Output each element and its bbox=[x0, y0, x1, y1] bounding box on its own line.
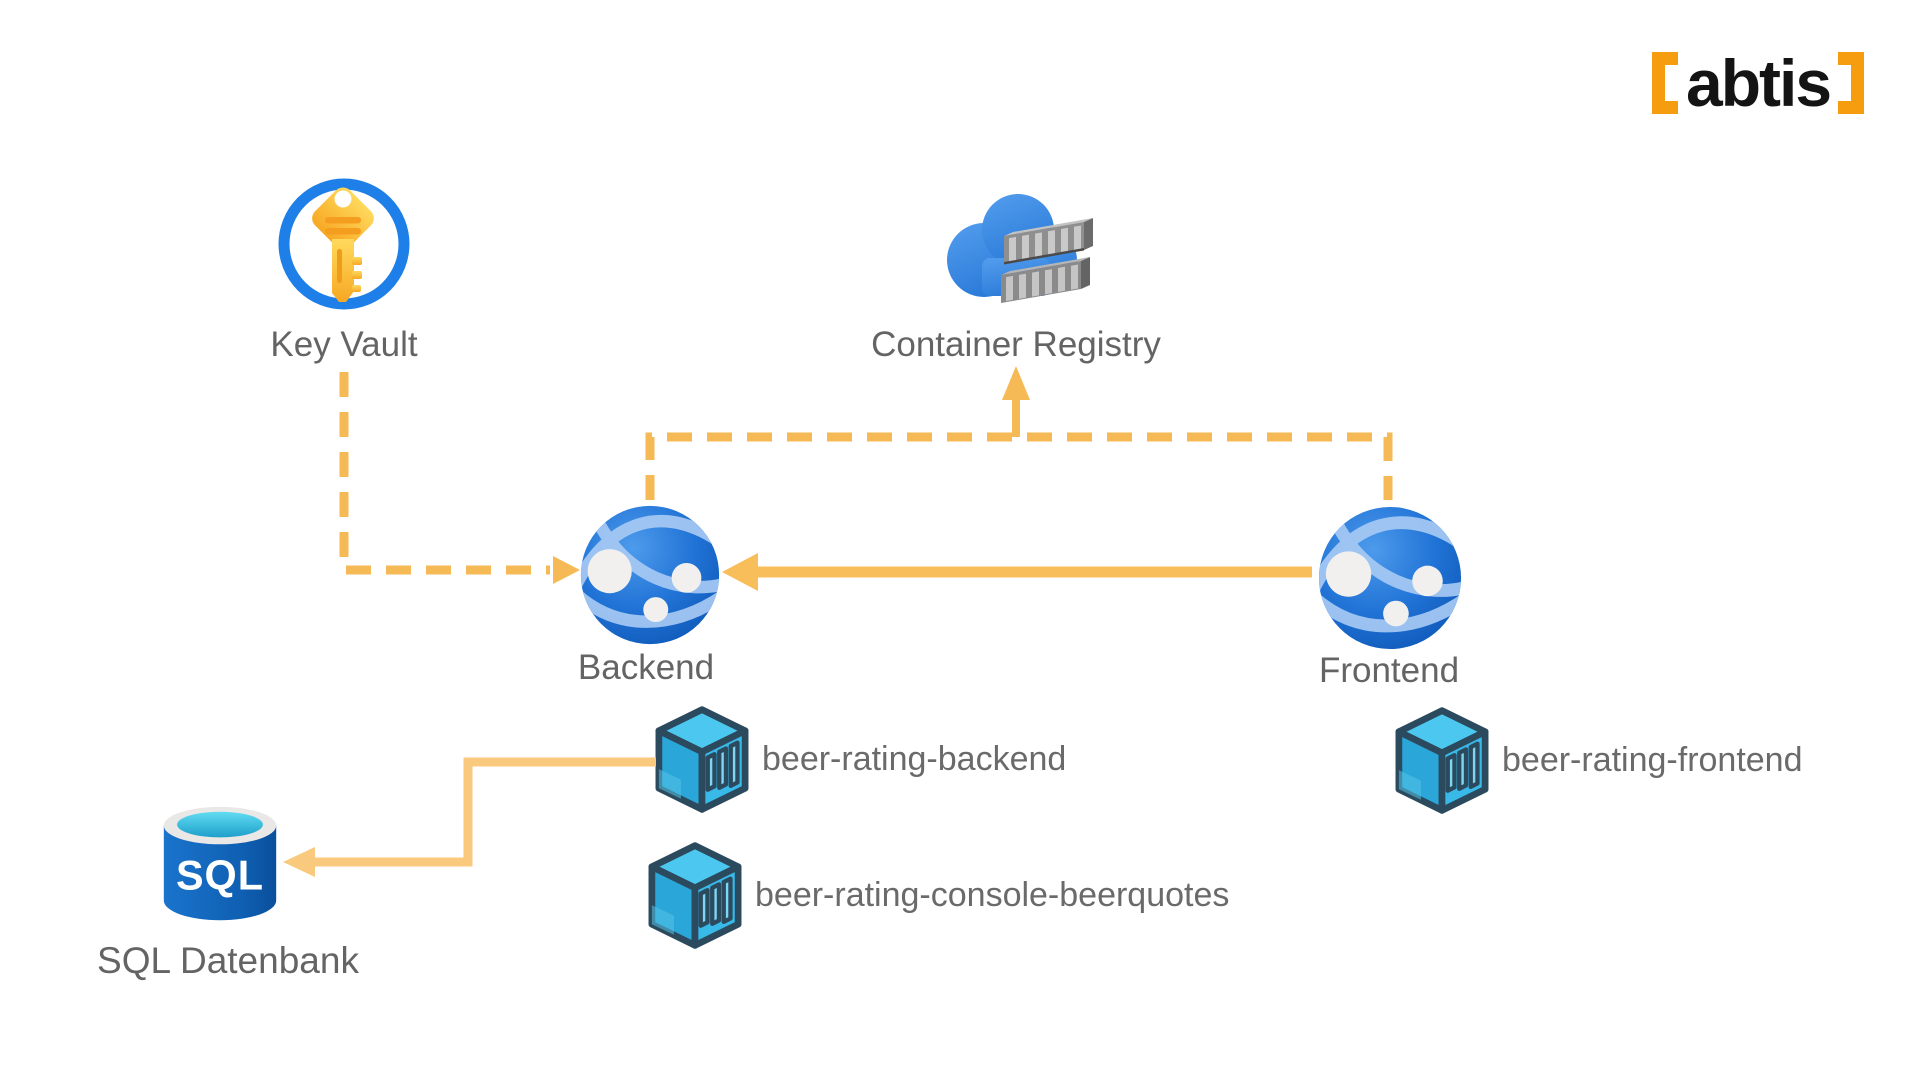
node-key-vault bbox=[277, 177, 411, 311]
container-cube-icon bbox=[648, 842, 742, 949]
container-cube-icon bbox=[1395, 707, 1489, 814]
container-image-label: beer-rating-frontend bbox=[1502, 741, 1803, 779]
node-backend bbox=[578, 503, 722, 647]
logo-bracket-right-icon bbox=[1838, 52, 1865, 114]
container-registry-icon bbox=[947, 194, 1093, 303]
logo-bracket-left-icon bbox=[1652, 52, 1678, 114]
sql-icon-text: SQL bbox=[176, 853, 264, 899]
container-image-row: beer-rating-frontend bbox=[1392, 703, 1803, 818]
container-image-row: beer-rating-console-beerquotes bbox=[645, 838, 1229, 953]
container-registry-label: Container Registry bbox=[871, 325, 1161, 364]
connector-registry-arrowhead bbox=[1002, 366, 1030, 400]
connector-frontend-backend-arrowhead bbox=[722, 553, 758, 591]
abtis-logo: abtis bbox=[1652, 46, 1865, 120]
connector-deploy-rail-line bbox=[645, 432, 1393, 500]
container-image-row: beer-rating-backend bbox=[652, 702, 1066, 817]
logo-text: abtis bbox=[1686, 46, 1832, 120]
container-image-label: beer-rating-backend bbox=[762, 740, 1067, 778]
connector-backend-sql-arrowhead bbox=[283, 847, 315, 877]
sql-database-icon: SQL bbox=[163, 806, 277, 921]
container-image-label: beer-rating-console-beerquotes bbox=[755, 876, 1230, 914]
node-frontend bbox=[1316, 504, 1464, 652]
node-container-registry bbox=[938, 180, 1096, 314]
key-vault-icon bbox=[278, 178, 410, 310]
sql-database-label: SQL Datenbank bbox=[97, 940, 359, 981]
frontend-label: Frontend bbox=[1318, 651, 1460, 690]
connector-keyvault-backend-line bbox=[339, 372, 550, 575]
backend-label: Backend bbox=[577, 648, 715, 687]
connector-keyvault-backend-arrowhead bbox=[553, 556, 580, 584]
container-cube-icon bbox=[655, 706, 749, 813]
app-service-globe-icon bbox=[580, 505, 720, 645]
connector-backend-sql-line bbox=[312, 757, 656, 867]
node-sql-database: SQL bbox=[155, 796, 285, 936]
app-service-globe-icon bbox=[1318, 506, 1462, 650]
key-vault-label: Key Vault bbox=[270, 325, 418, 364]
